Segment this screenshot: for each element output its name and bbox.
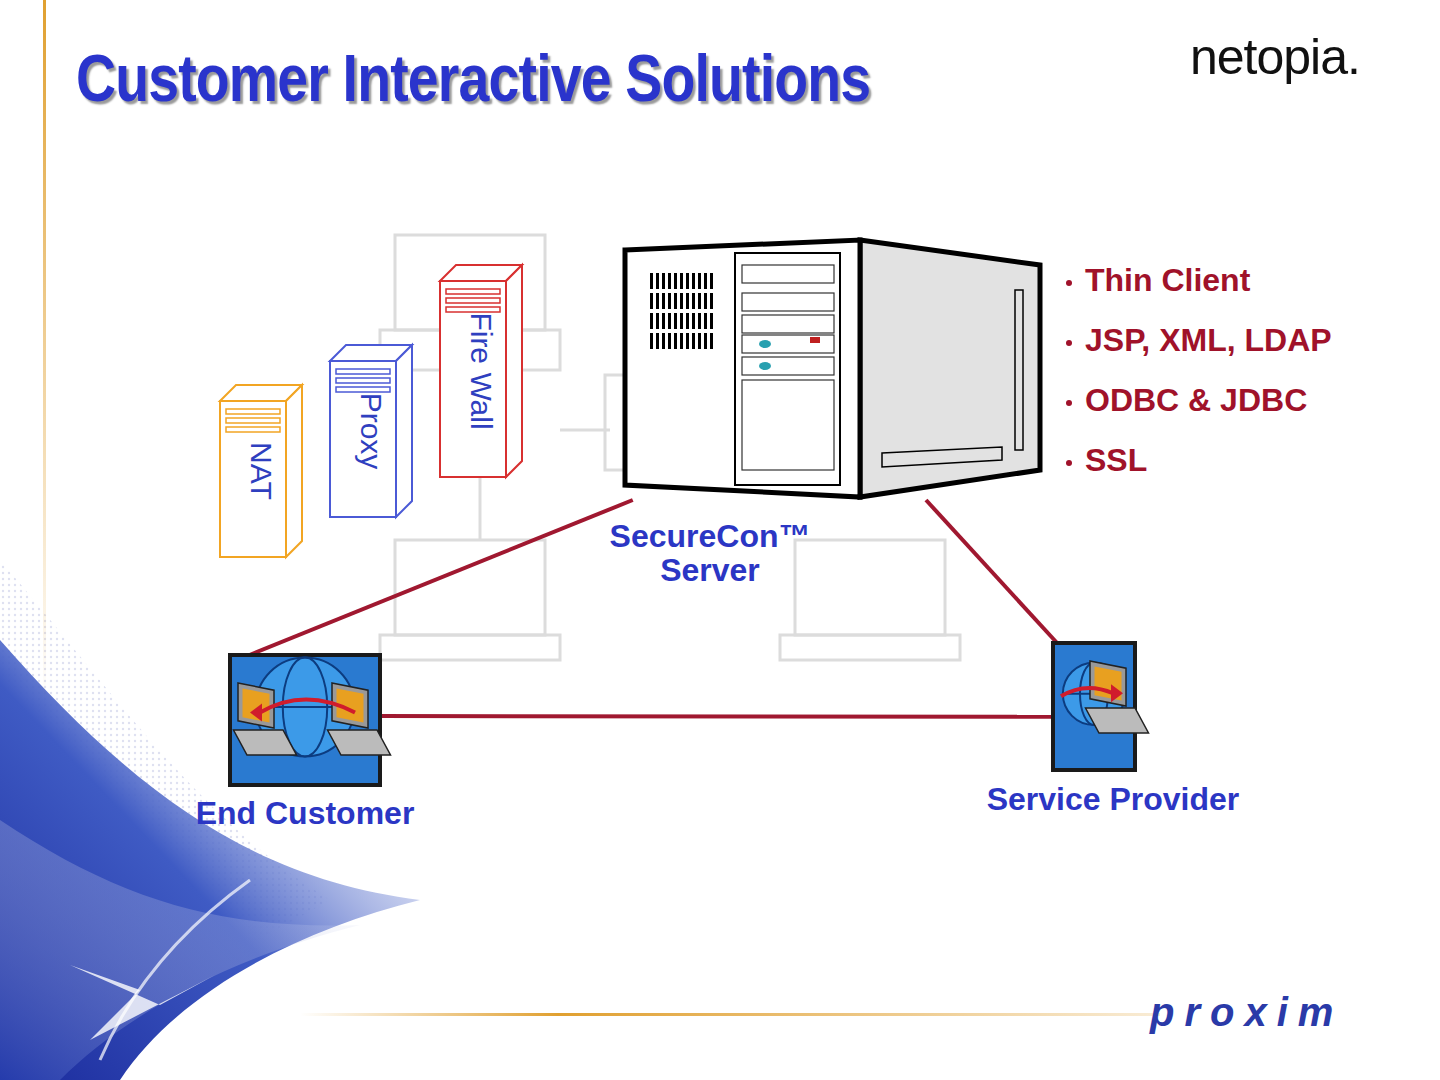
connector-line [926, 500, 1057, 643]
logo-text: proxim [1150, 990, 1343, 1035]
icon-drawing [1053, 643, 1135, 770]
device-label: NAT [244, 442, 278, 500]
device-label: Fire Wall [464, 312, 498, 429]
logo-text: netopia. [1190, 28, 1360, 86]
bullet-dot [1066, 280, 1072, 466]
feature-item: Thin Client [1085, 262, 1250, 299]
blue-swoosh [0, 820, 360, 1080]
x-mark [100, 880, 250, 1060]
network-device: Proxy [330, 345, 412, 517]
x-mark [70, 965, 215, 1040]
endpoint-icon: End Customer [230, 655, 380, 785]
server-drawing [620, 235, 1045, 500]
node-label: SecureCon™ Server [590, 520, 830, 587]
connector-line [380, 714, 1053, 719]
gold-rule [300, 1013, 1160, 1016]
gold-rule [43, 0, 46, 700]
feature-item: JSP, XML, LDAP [1085, 322, 1332, 359]
endpoint-icon: Service Provider [1053, 643, 1135, 770]
slide-title: Customer Interactive Solutions [76, 40, 870, 116]
icon-drawing [230, 655, 380, 785]
network-device: NAT [220, 385, 302, 557]
network-device: Fire Wall [440, 265, 522, 477]
feature-item: ODBC & JDBC [1085, 382, 1307, 419]
server-box: SecureCon™ Server [620, 235, 1045, 500]
device-label: Proxy [354, 393, 388, 470]
feature-item: SSL [1085, 442, 1147, 479]
connector-line [250, 500, 633, 655]
node-label: Service Provider [953, 783, 1273, 817]
node-label: End Customer [150, 797, 460, 831]
